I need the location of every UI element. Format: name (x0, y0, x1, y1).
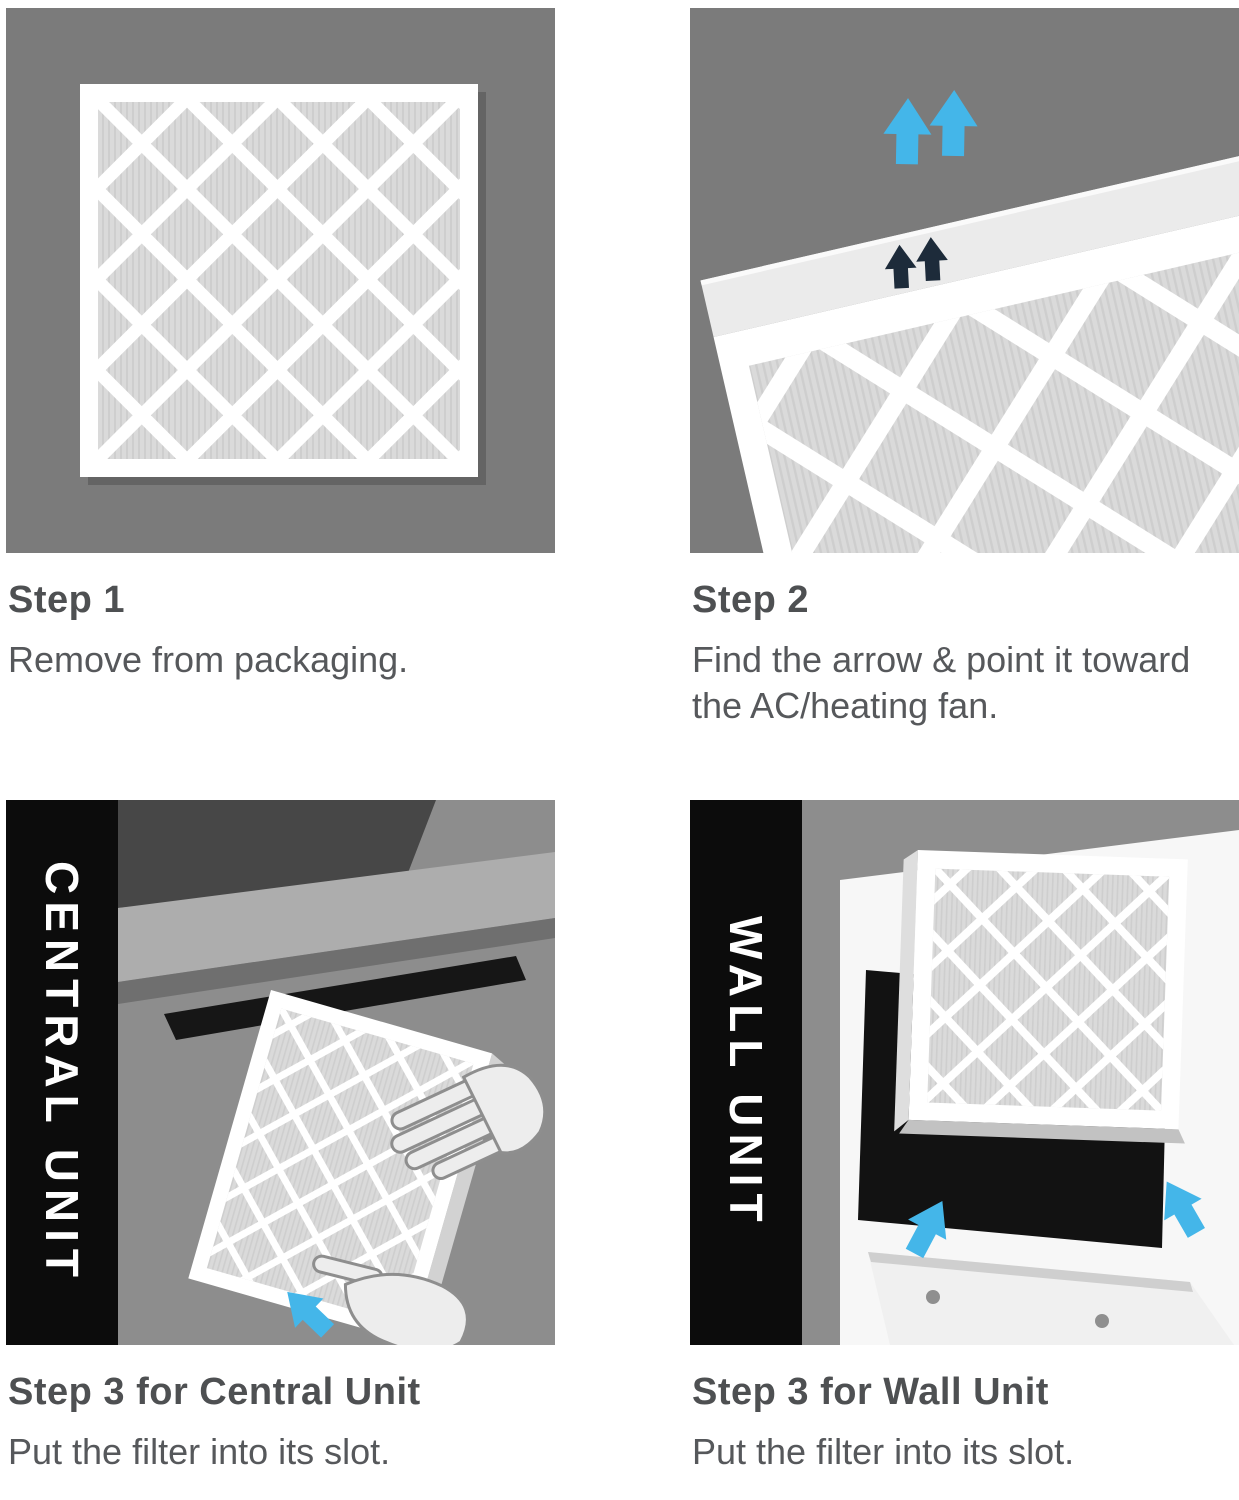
filter-slot-opening (164, 956, 526, 1040)
airflow-arrow-dark-icon (884, 237, 948, 289)
step-3-central-panel: CENTRAL UNIT Step 3 for Central Unit Put… (6, 800, 555, 1500)
step-3-central-caption: Step 3 for Central Unit Put the filter i… (6, 1345, 555, 1475)
air-filter-over-vent (894, 850, 1188, 1144)
step-2-caption: Step 2 Find the arrow & point it toward … (690, 553, 1239, 730)
airflow-arrow-blue-icon (883, 89, 978, 165)
step-title: Step 2 (692, 579, 810, 621)
step-description: Put the filter into its slot. (8, 1430, 391, 1472)
step-1-illustration (6, 8, 555, 553)
step-3-wall-illustration: WALL UNIT (690, 800, 1239, 1345)
lower-hand (312, 1254, 469, 1345)
air-filter-front (80, 84, 486, 485)
tilted-air-filter (700, 89, 1239, 553)
step-2-panel: Step 2 Find the arrow & point it toward … (690, 8, 1239, 800)
step-description: Remove from packaging. (8, 638, 409, 680)
upper-hand (390, 1063, 547, 1181)
insert-direction-arrow-icon (287, 1291, 335, 1338)
central-unit-housing (118, 800, 555, 1004)
step-1-panel: Step 1 Remove from packaging. (6, 8, 555, 800)
central-unit-label: CENTRAL UNIT (36, 860, 88, 1285)
insert-direction-arrow-right-icon (1164, 1181, 1205, 1238)
air-filter-being-inserted (188, 989, 505, 1345)
step-title: Step 3 for Wall Unit (692, 1371, 1049, 1413)
step-3-central-illustration: CENTRAL UNIT (6, 800, 555, 1345)
step-title: Step 3 for Central Unit (8, 1371, 421, 1413)
wall-unit-install-illustration (690, 800, 1239, 1345)
open-vent-flap (868, 1252, 1234, 1345)
step-2-illustration (690, 8, 1239, 553)
central-unit-sidebar: CENTRAL UNIT (6, 800, 118, 1345)
step-3-wall-caption: Step 3 for Wall Unit Put the filter into… (690, 1345, 1239, 1475)
step-1-caption: Step 1 Remove from packaging. (6, 553, 555, 683)
filter-airflow-arrow-illustration (690, 8, 1239, 553)
insert-direction-arrow-left-icon (905, 1200, 947, 1259)
step-3-wall-panel: WALL UNIT Step 3 for Wall Unit Put the f… (690, 800, 1239, 1500)
wall-unit-sidebar: WALL UNIT (690, 800, 802, 1345)
step-title: Step 1 (8, 579, 126, 621)
step-description: Find the arrow & point it toward the AC/… (692, 638, 1191, 727)
step-description: Put the filter into its slot. (692, 1430, 1075, 1472)
wall-unit-label: WALL UNIT (720, 916, 772, 1229)
filter-in-packaging-illustration (6, 8, 555, 553)
